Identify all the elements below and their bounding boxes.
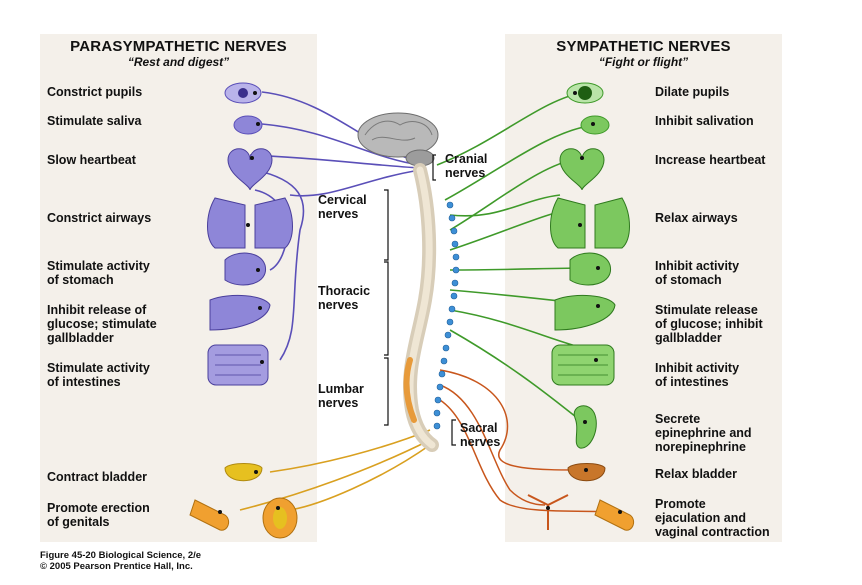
cranial-nerves-label: Cranial nerves [445, 152, 488, 180]
symp-effect-stomach: Inhibit activity of stomach [655, 259, 740, 287]
para-effect-liver: Inhibit release of glucose; stimulate ga… [47, 303, 157, 345]
para-heart-icon [227, 148, 273, 191]
symp-effect-saliva: Inhibit salivation [655, 114, 754, 128]
brain [357, 112, 439, 167]
symp-effect-bladder: Relax bladder [655, 467, 737, 481]
para-effect-intestines: Stimulate activity of intestines [47, 361, 150, 389]
symp-effect-adrenal: Secrete epinephrine and norepinephrine [655, 412, 752, 454]
parasympathetic-subtitle: “Rest and digest” [127, 55, 230, 69]
symp-liver-icon [554, 295, 616, 331]
symp-effect-airways: Relax airways [655, 211, 738, 225]
para-salivary-icon [233, 115, 263, 135]
para-organs [189, 82, 298, 539]
para-effect-stomach: Stimulate activity of stomach [47, 259, 150, 287]
sacral-nerves-label: Sacral nerves [460, 421, 501, 449]
para-effect-saliva: Stimulate saliva [47, 114, 142, 128]
para-effect-bladder: Contract bladder [47, 470, 148, 484]
symp-effect-genitals: Promote ejaculation and vaginal contract… [655, 497, 770, 539]
copyright-caption: © 2005 Pearson Prentice Hall, Inc. [40, 561, 193, 572]
para-stomach-icon [224, 252, 266, 286]
figure-caption: Figure 45-20 Biological Science, 2/e [40, 550, 202, 561]
symp-penis-icon [594, 499, 635, 531]
symp-adrenal-icon [573, 405, 597, 449]
symp-heart-icon [559, 148, 605, 191]
sacral-parasympathetic-fibers [239, 429, 431, 511]
para-penis-icon [189, 499, 230, 531]
parasympathetic-title: PARASYMPATHETIC NERVES [70, 38, 287, 55]
para-bladder-icon [224, 463, 263, 482]
para-lungs-icon [207, 197, 293, 249]
symp-uterus-icon [527, 494, 569, 530]
cervical-nerves-label: Cervical nerves [318, 193, 367, 221]
sympathetic-subtitle: “Fight or flight” [598, 55, 689, 69]
symp-effect-intestines: Inhibit activity of intestines [655, 361, 740, 389]
symp-salivary-icon [580, 115, 610, 135]
symp-lungs-icon [550, 197, 630, 249]
symp-stomach-icon [569, 252, 611, 286]
sympathetic-title: SYMPATHETIC NERVES [556, 38, 731, 55]
para-effect-heart: Slow heartbeat [47, 153, 136, 167]
nerve-brackets [384, 154, 456, 446]
symp-effect-liver: Stimulate release of glucose; inhibit ga… [655, 303, 763, 345]
symp-effect-heart: Increase heartbeat [655, 153, 766, 167]
symp-organs [527, 82, 635, 531]
sympathetic-ganglia-chain [433, 201, 460, 430]
lumbar-nerves-label: Lumbar nerves [318, 382, 364, 410]
para-effect-genitals: Promote erection of genitals [47, 501, 150, 529]
lumbar-sympathetic-fibers [439, 369, 621, 513]
parasympathetic-panel: PARASYMPATHETIC NERVES “Rest and digest” [40, 34, 317, 542]
spinal-column [403, 163, 439, 452]
para-effect-pupils: Constrict pupils [47, 85, 143, 99]
para-effect-airways: Constrict airways [47, 211, 152, 225]
thoracic-nerves-label: Thoracic nerves [318, 284, 371, 312]
symp-effect-pupils: Dilate pupils [655, 85, 730, 99]
para-liver-icon [209, 295, 271, 331]
symp-bladder-icon [567, 463, 606, 482]
sympathetic-panel: SYMPATHETIC NERVES “Fight or flight” [505, 34, 782, 542]
